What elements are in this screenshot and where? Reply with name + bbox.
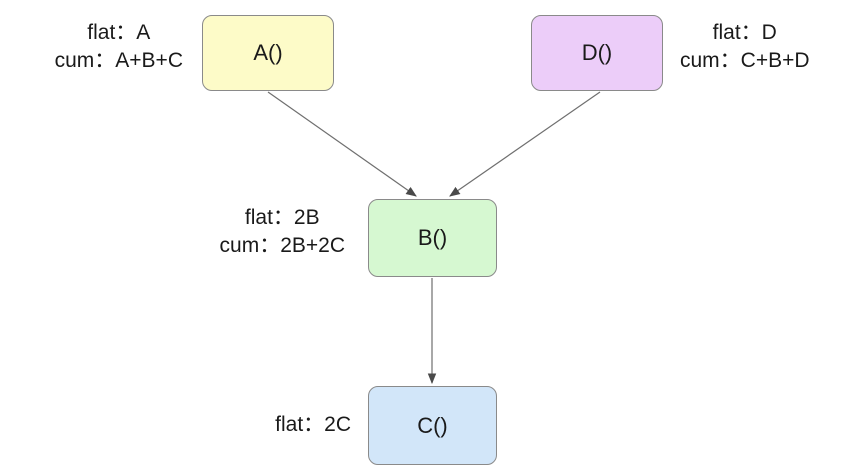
edge-a-to-b <box>267 91 417 197</box>
annotation-a: flat：A cum：A+B+C <box>55 19 183 75</box>
edge-d-to-b <box>449 91 601 197</box>
node-d: D() <box>531 15 663 91</box>
annotation-c: flat：2C <box>275 411 351 439</box>
annotation-b-flat: flat：2B <box>244 206 320 229</box>
annotation-b: flat：2B cum：2B+2C <box>220 204 345 260</box>
annotation-a-cum: cum：A+B+C <box>54 49 183 72</box>
node-a: A() <box>202 15 334 91</box>
node-a-label: A() <box>253 40 283 65</box>
annotation-a-flat: flat：A <box>87 21 151 44</box>
node-b: B() <box>368 199 497 277</box>
node-d-label: D() <box>581 40 613 65</box>
annotation-d-cum: cum：C+B+D <box>680 49 810 72</box>
node-c-label: C() <box>417 412 448 438</box>
annotation-d: flat：D cum：C+B+D <box>680 19 810 75</box>
annotation-d-flat: flat：D <box>712 21 777 44</box>
annotation-c-flat: flat：2C <box>275 413 351 436</box>
node-c: C() <box>368 386 497 465</box>
annotation-b-cum: cum：2B+2C <box>219 234 345 257</box>
node-b-label: B() <box>417 225 448 250</box>
